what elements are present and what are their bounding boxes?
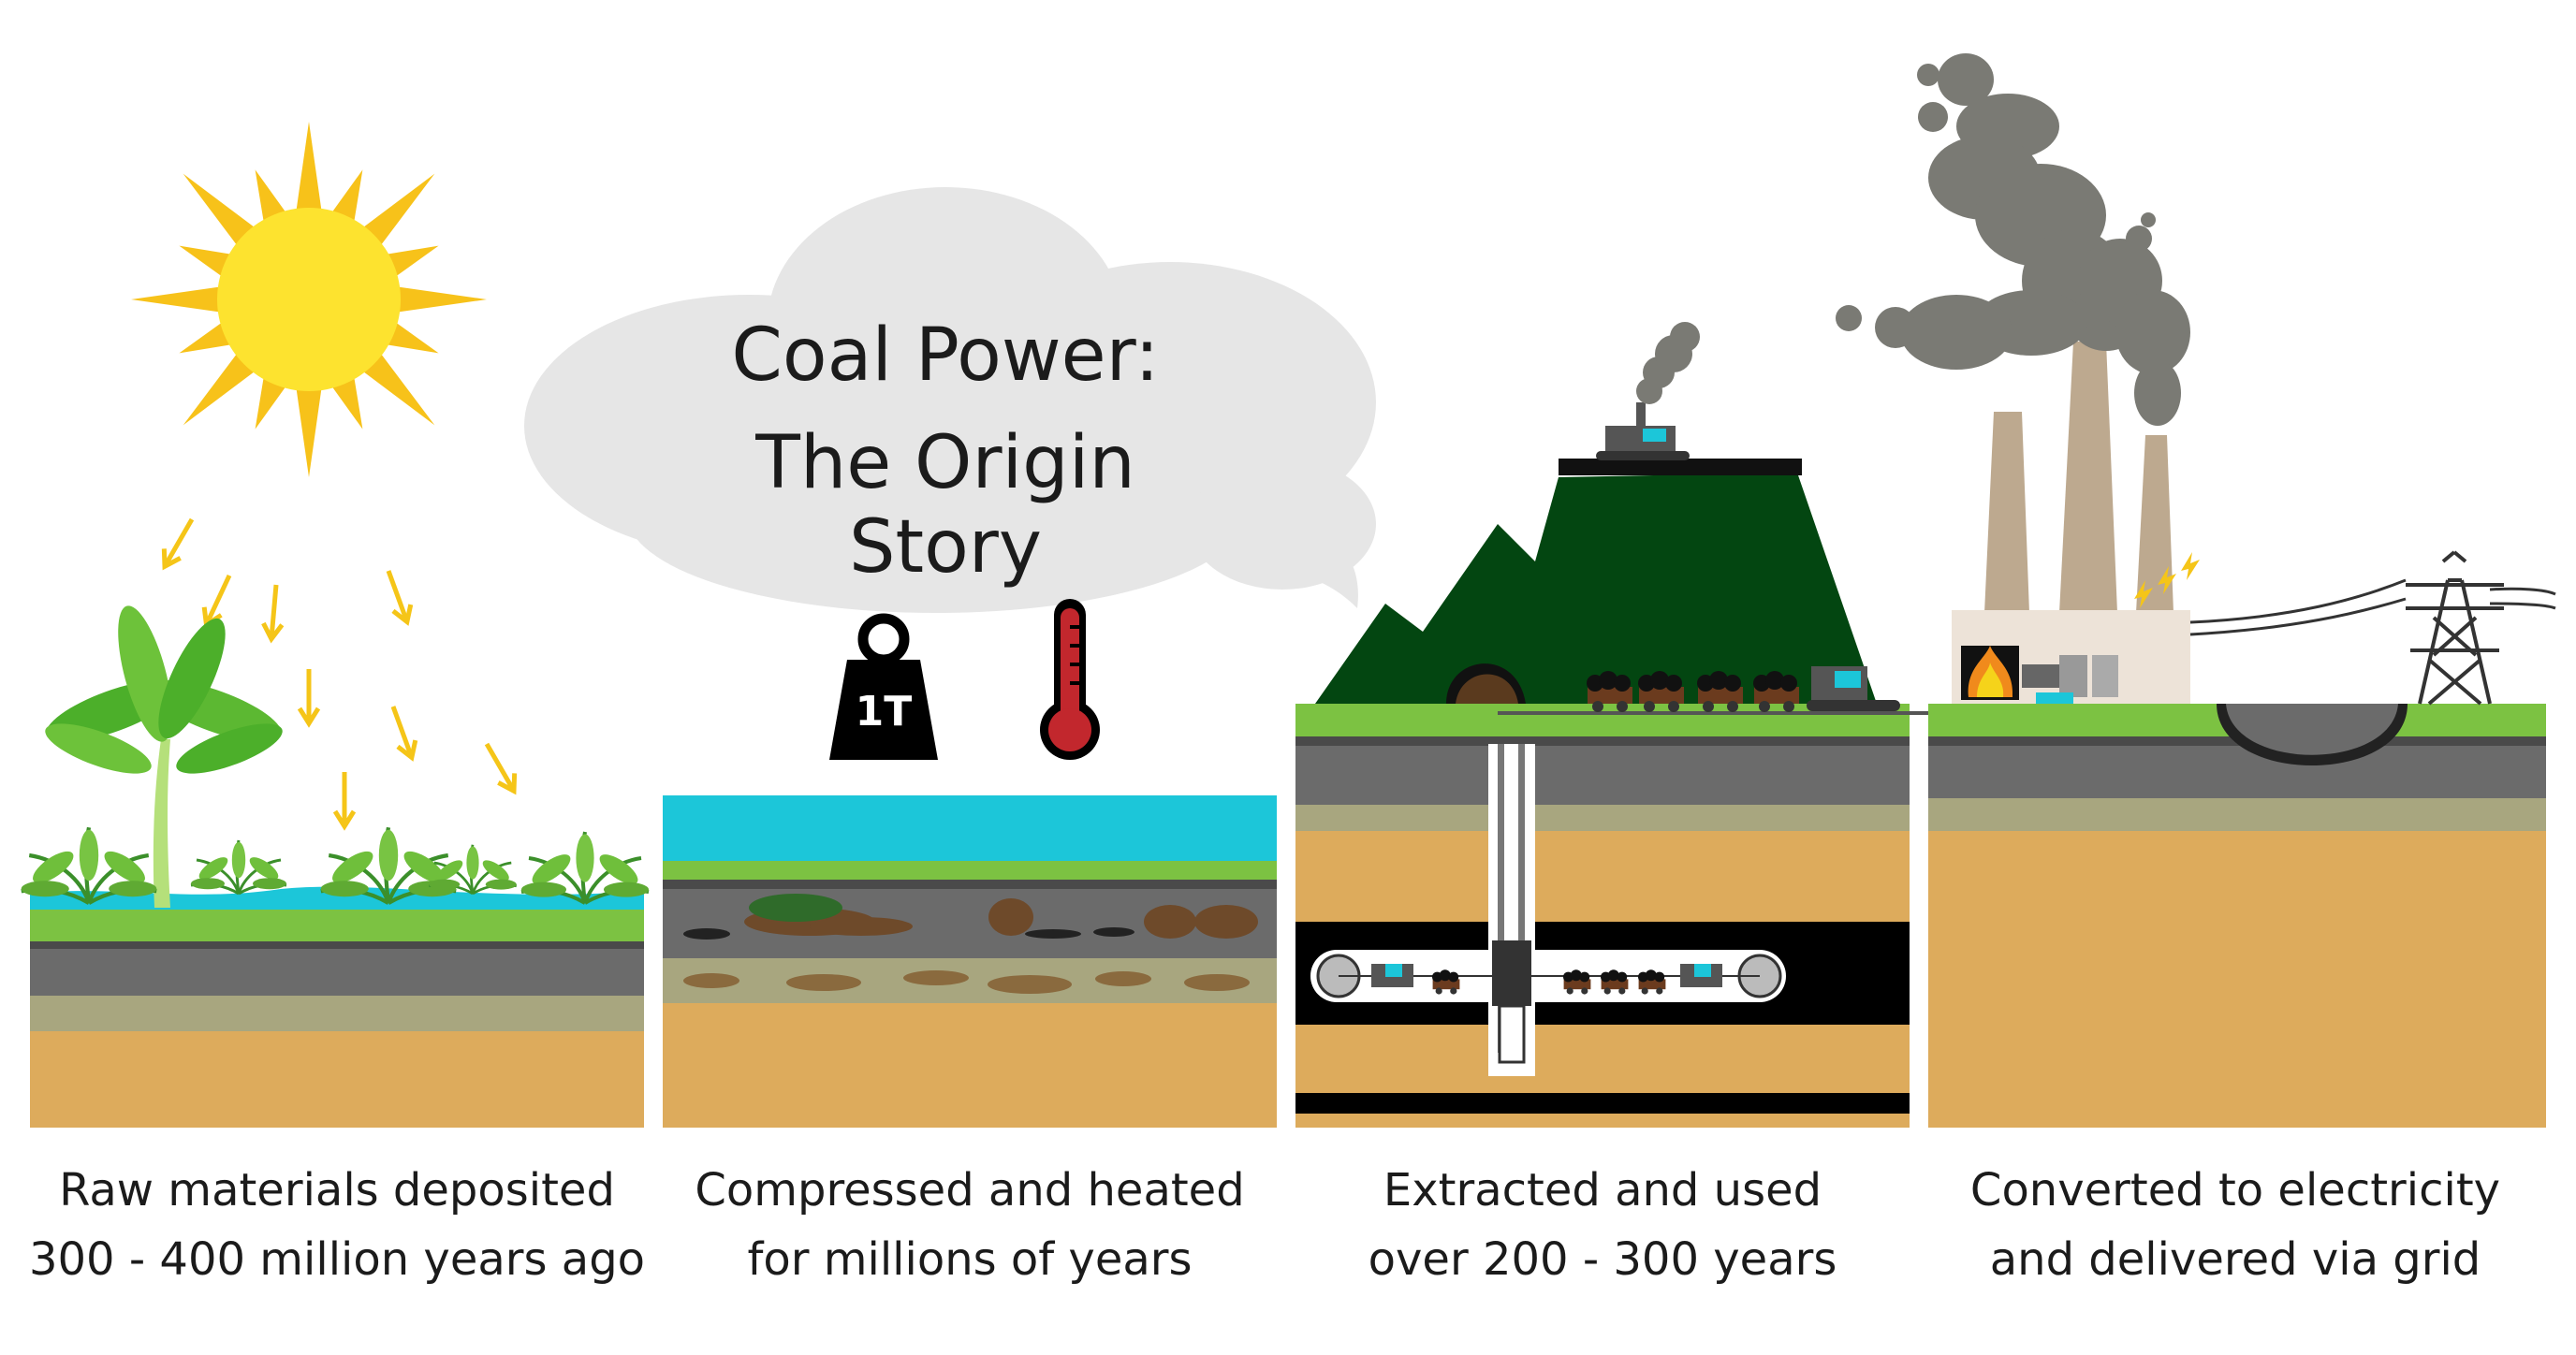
caption-stage-4: Converted to electricity and delivered v… bbox=[1926, 1156, 2544, 1294]
caption-stage-1: Raw materials deposited 300 - 400 millio… bbox=[28, 1156, 646, 1294]
excavator-icon bbox=[1596, 402, 1900, 711]
sun-ray bbox=[295, 122, 323, 217]
title-cloud bbox=[524, 187, 1376, 613]
power-pylon-icon bbox=[2189, 550, 2556, 706]
panel-deposition bbox=[30, 886, 644, 1128]
weight-icon: 1T bbox=[829, 613, 938, 760]
sun-ray bbox=[391, 285, 487, 313]
caption-stage-3: Extracted and used over 200 - 300 years bbox=[1294, 1156, 1911, 1294]
factory-icon bbox=[1952, 610, 2190, 704]
panel-power bbox=[1928, 704, 2546, 1128]
caption-line-2: over 200 - 300 years bbox=[1368, 1233, 1837, 1286]
lightning-icon bbox=[2134, 552, 2200, 608]
caption-line-1: Extracted and used bbox=[1383, 1164, 1822, 1217]
thermometer-icon bbox=[1040, 599, 1100, 760]
page-title-line-2: The Origin Story bbox=[755, 421, 1135, 590]
caption-line-2: and delivered via grid bbox=[1989, 1233, 2481, 1286]
panel-compression bbox=[663, 795, 1277, 1128]
caption-line-1: Compressed and heated bbox=[695, 1164, 1245, 1217]
sun-ray bbox=[131, 285, 227, 313]
fern-icon bbox=[22, 827, 649, 903]
sun-ray bbox=[358, 348, 435, 426]
sun-ray bbox=[183, 173, 260, 251]
panel-extraction bbox=[1295, 704, 1910, 1128]
caption-line-1: Converted to electricity bbox=[1969, 1164, 2501, 1217]
sun-ray bbox=[295, 382, 323, 477]
caption-line-2: for millions of years bbox=[747, 1233, 1193, 1286]
sun-ray bbox=[358, 173, 435, 251]
sun-icon bbox=[131, 122, 487, 477]
caption-stage-2: Compressed and heated for millions of ye… bbox=[661, 1156, 1279, 1294]
caption-line-1: Raw materials deposited bbox=[59, 1164, 615, 1217]
chimney-icon bbox=[1984, 342, 2174, 613]
smoke-icon bbox=[1636, 322, 1700, 404]
page-title-line-1: Coal Power: bbox=[731, 313, 1160, 398]
weight-label: 1T bbox=[856, 688, 913, 736]
sun-ray bbox=[183, 348, 260, 426]
smoke-icon bbox=[1836, 53, 2190, 426]
tunnel-machine-icon bbox=[1371, 964, 1722, 987]
caption-line-2: 300 - 400 million years ago bbox=[28, 1233, 646, 1286]
palm-tree-icon bbox=[45, 605, 283, 908]
mountain bbox=[1315, 459, 2012, 715]
